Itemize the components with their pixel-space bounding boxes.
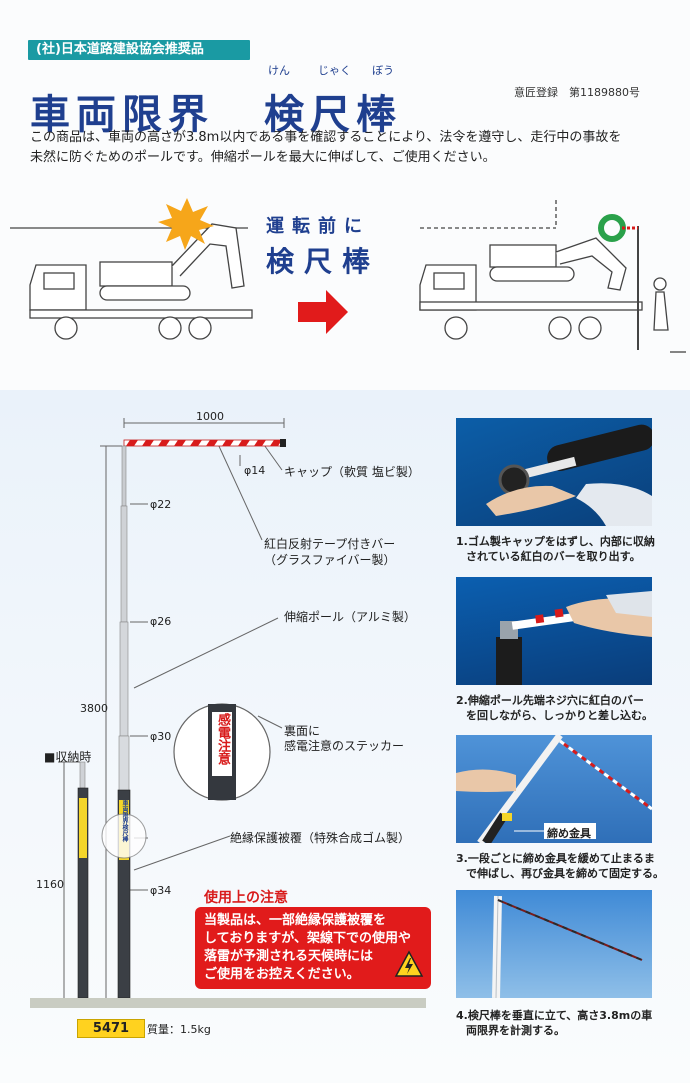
stored-pole-top: [79, 761, 86, 789]
leader-line: [133, 617, 279, 689]
pole-section-1: [121, 445, 127, 507]
leader-line: [217, 443, 263, 541]
step-1-line2: されている紅白のバーを取り出す。: [466, 550, 641, 563]
wheel-right-2: [548, 316, 572, 340]
before-label-line2: 検尺棒: [266, 245, 381, 278]
caution-line: ご使用をお控えください。: [204, 967, 360, 982]
before-label-line1: 運転前に: [266, 216, 370, 237]
worker-body: [653, 291, 669, 331]
page-title: 車両限界 検尺棒: [30, 82, 396, 140]
step-3-line1: 3.一段ごとに締め金具を緩めて止まるま: [456, 852, 655, 865]
pole-diagram: [58, 418, 286, 1000]
design-registration: 意匠登録 第1189880号: [514, 86, 640, 99]
stored-state-label: ■収納時: [44, 750, 92, 764]
step-2-caption: 2.伸縮ポール先端ネジ穴に紅白のバー を回しながら、しっかりと差し込む。: [456, 693, 686, 723]
wheel-left-2: [158, 316, 182, 340]
wheel-right-3: [578, 316, 602, 340]
step-3-line2: で伸ばし、再び金具を締めて固定する。: [466, 867, 664, 880]
step-2-line1: 2.伸縮ポール先端ネジ穴に紅白のバー: [456, 694, 644, 707]
truck-bed-left: [29, 309, 253, 319]
product-mass: 質量：1.5kg: [147, 1023, 211, 1036]
excavator-track-left: [99, 285, 191, 301]
diameter-22: φ22: [150, 498, 172, 511]
step-3-caption: 3.一段ごとに締め金具を緩めて止まるま で伸ばし、再び金具を締めて固定する。: [456, 851, 686, 881]
wheel-right-1: [444, 316, 468, 340]
recommendation-tag: (社)日本道路建設協会推奨品: [28, 40, 250, 60]
sticker-locator-circle: [101, 813, 147, 859]
worker-head: [653, 277, 667, 291]
sticker-callout-line1: 裏面に: [284, 724, 321, 738]
caution-box: 当製品は、一部絶縁保護被覆を しておりますが、架線下での使用や 落雷が予測される…: [195, 907, 431, 989]
pole-section-3: [119, 621, 129, 737]
wheel-left-1: [54, 316, 78, 340]
bar-callout-line2: （グラスファイバー製）: [264, 553, 396, 567]
electric-warning-icon: [394, 950, 424, 977]
product-description: この商品は、車両の高さが3.8m以内である事を確認することにより、法令を遵守し、…: [30, 128, 670, 168]
caution-line: 落雷が予測される天候時には: [204, 949, 374, 964]
bar-callout-line1: 紅白反射テープ付きバー: [264, 537, 396, 551]
step-4-line1: 4.検尺棒を垂直に立て、高さ3.8mの車: [456, 1009, 653, 1022]
diameter-30: φ30: [150, 730, 172, 743]
sticker-callout-line2: 感電注意のステッカー: [284, 739, 405, 753]
ruby-jaku: じゃく: [318, 64, 351, 77]
diameter-34: φ34: [150, 884, 172, 897]
cap-callout: キャップ（軟質 塩ビ製）: [284, 465, 420, 479]
leader-line: [261, 441, 283, 471]
pole-callout: 伸縮ポール（アルミ製）: [284, 610, 416, 624]
ruby-bou: ぼう: [372, 64, 394, 77]
before-driving-label: 運転前に 検尺棒: [266, 212, 380, 280]
truck-bed-right: [419, 301, 643, 311]
description-line: この商品は、車両の高さが3.8m以内である事を確認することにより、法令を遵守し、…: [30, 130, 622, 145]
excavator-arm-left: [171, 223, 245, 289]
dim-height-label: 3800: [80, 702, 108, 715]
truck-window-right: [433, 272, 465, 290]
leader-line: [133, 835, 231, 871]
step-1-photo: [456, 418, 652, 526]
product-code: 5471: [77, 1019, 145, 1038]
dim-stored-label: 1160: [36, 878, 64, 891]
ground-strip: [30, 998, 426, 1008]
wheel-left-3: [188, 316, 212, 340]
arrow-right-icon: [298, 290, 348, 334]
magnified-sticker: [212, 712, 232, 776]
step-4-photo: [456, 890, 652, 998]
insulation-callout: 絶縁保護被覆（特殊合成ゴム製）: [230, 831, 411, 845]
diameter-14: φ14: [244, 464, 266, 477]
excavator-body-left: [99, 261, 173, 287]
caution-sticker-text: 感電注意: [215, 713, 230, 765]
collision-star-icon: [158, 198, 214, 250]
title-main: 車両限界: [30, 92, 214, 138]
bar-cap: [280, 439, 286, 447]
excavator-body-right: [489, 244, 557, 268]
diameter-26: φ26: [150, 615, 172, 628]
pole-section-2: [120, 505, 128, 623]
excavator-arm-right: [555, 237, 627, 291]
stored-pole-sticker: [79, 798, 87, 858]
step-2-photo: [456, 577, 652, 685]
excavator-track-right: [489, 266, 575, 282]
leader-line: [257, 715, 283, 729]
pole-sticker-text: 車両限界検尺棒: [121, 800, 128, 842]
step-4-line2: 両限界を計測する。: [466, 1024, 565, 1037]
caution-line: しておりますが、架線下での使用や: [204, 931, 411, 946]
step-2-line2: を回しながら、しっかりと差し込む。: [466, 709, 653, 722]
step-1-caption: 1.ゴム製キャップをはずし、内部に収納 されている紅白のバーを取り出す。: [456, 534, 686, 564]
description-line: 未然に防ぐためのポールです。伸縮ポールを最大に伸ばして、ご使用ください。: [30, 150, 496, 165]
intro-section: [0, 0, 690, 390]
ruby-ken: けん: [268, 64, 290, 77]
step-4-caption: 4.検尺棒を垂直に立て、高さ3.8mの車 両限界を計測する。: [456, 1008, 686, 1038]
clamp-photo-label: 締め金具: [547, 827, 591, 840]
caution-line: 当製品は、一部絶縁保護被覆を: [204, 913, 387, 928]
caution-title: 使用上の注意: [204, 890, 288, 906]
truck-scene-illustration: [10, 198, 686, 353]
dim-width-label: 1000: [196, 410, 224, 423]
step-3-photo: [456, 735, 652, 843]
step-1-line1: 1.ゴム製キャップをはずし、内部に収納: [456, 535, 655, 548]
truck-window-left: [43, 272, 75, 290]
ok-ring-icon: [598, 214, 626, 242]
title-sub: 検尺棒: [264, 92, 402, 138]
